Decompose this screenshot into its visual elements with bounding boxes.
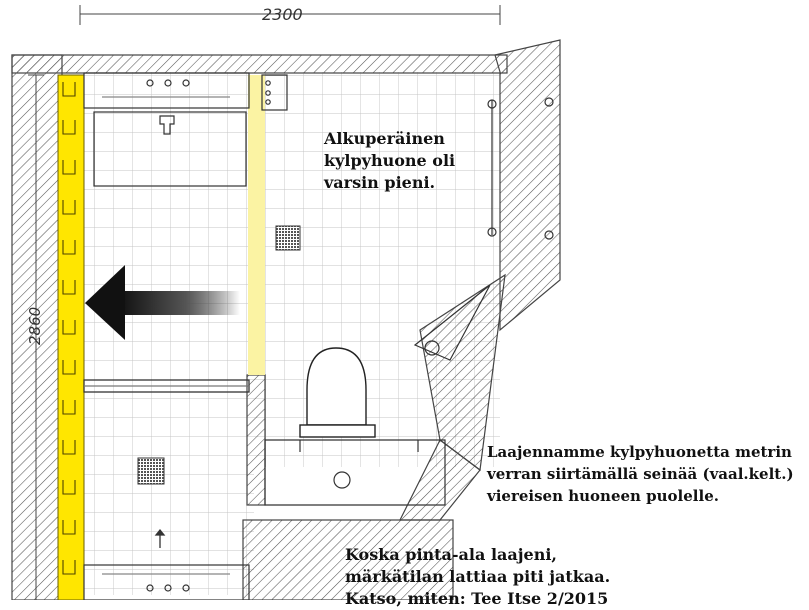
top-right-cabinet [261,74,288,111]
note-line: Katso, miten: Tee Itse 2/2015 [345,589,609,608]
wall-sockets [544,97,554,240]
note-line: viereisen huoneen puolelle. [487,487,719,505]
note-line: Laajennamme kylpyhuonetta metrin [487,443,792,461]
old-wall [248,75,265,375]
width-dimension-label: 2300 [262,5,303,24]
vanity-bottom [83,564,250,600]
lower-shower-area [83,379,250,548]
dimension-lines [28,5,501,600]
note-line: Alkuperäinen [324,129,445,148]
corner-cabinet [413,284,491,361]
new-wall-studs [62,82,76,575]
vanity-top [83,72,250,187]
toilet-cabinet [264,439,446,506]
floor-drain-lower [137,457,165,485]
note-line: Koska pinta-ala laajeni, [345,545,557,564]
new-wall [57,74,85,600]
note-original-small: Alkuperäinen kylpyhuone oli varsin pieni… [324,128,455,194]
existing-walls [11,39,561,600]
floor-drain-upper [275,225,301,251]
note-line: verran siirtämällä seinää (vaal.kelt.) [487,465,794,483]
move-wall-arrow [85,265,240,340]
height-dimension-label: 2860 [26,307,44,345]
note-line: kylpyhuone oli [324,151,456,170]
shower-rail [487,99,497,237]
note-floor-extension: Koska pinta-ala laajeni, märkätilan latt… [345,544,610,610]
note-line: varsin pieni. [324,173,436,192]
toilet [299,347,376,438]
note-expansion: Laajennamme kylpyhuonetta metrin verran … [487,441,794,507]
note-line: märkätilan lattiaa piti jatkaa. [345,567,611,586]
